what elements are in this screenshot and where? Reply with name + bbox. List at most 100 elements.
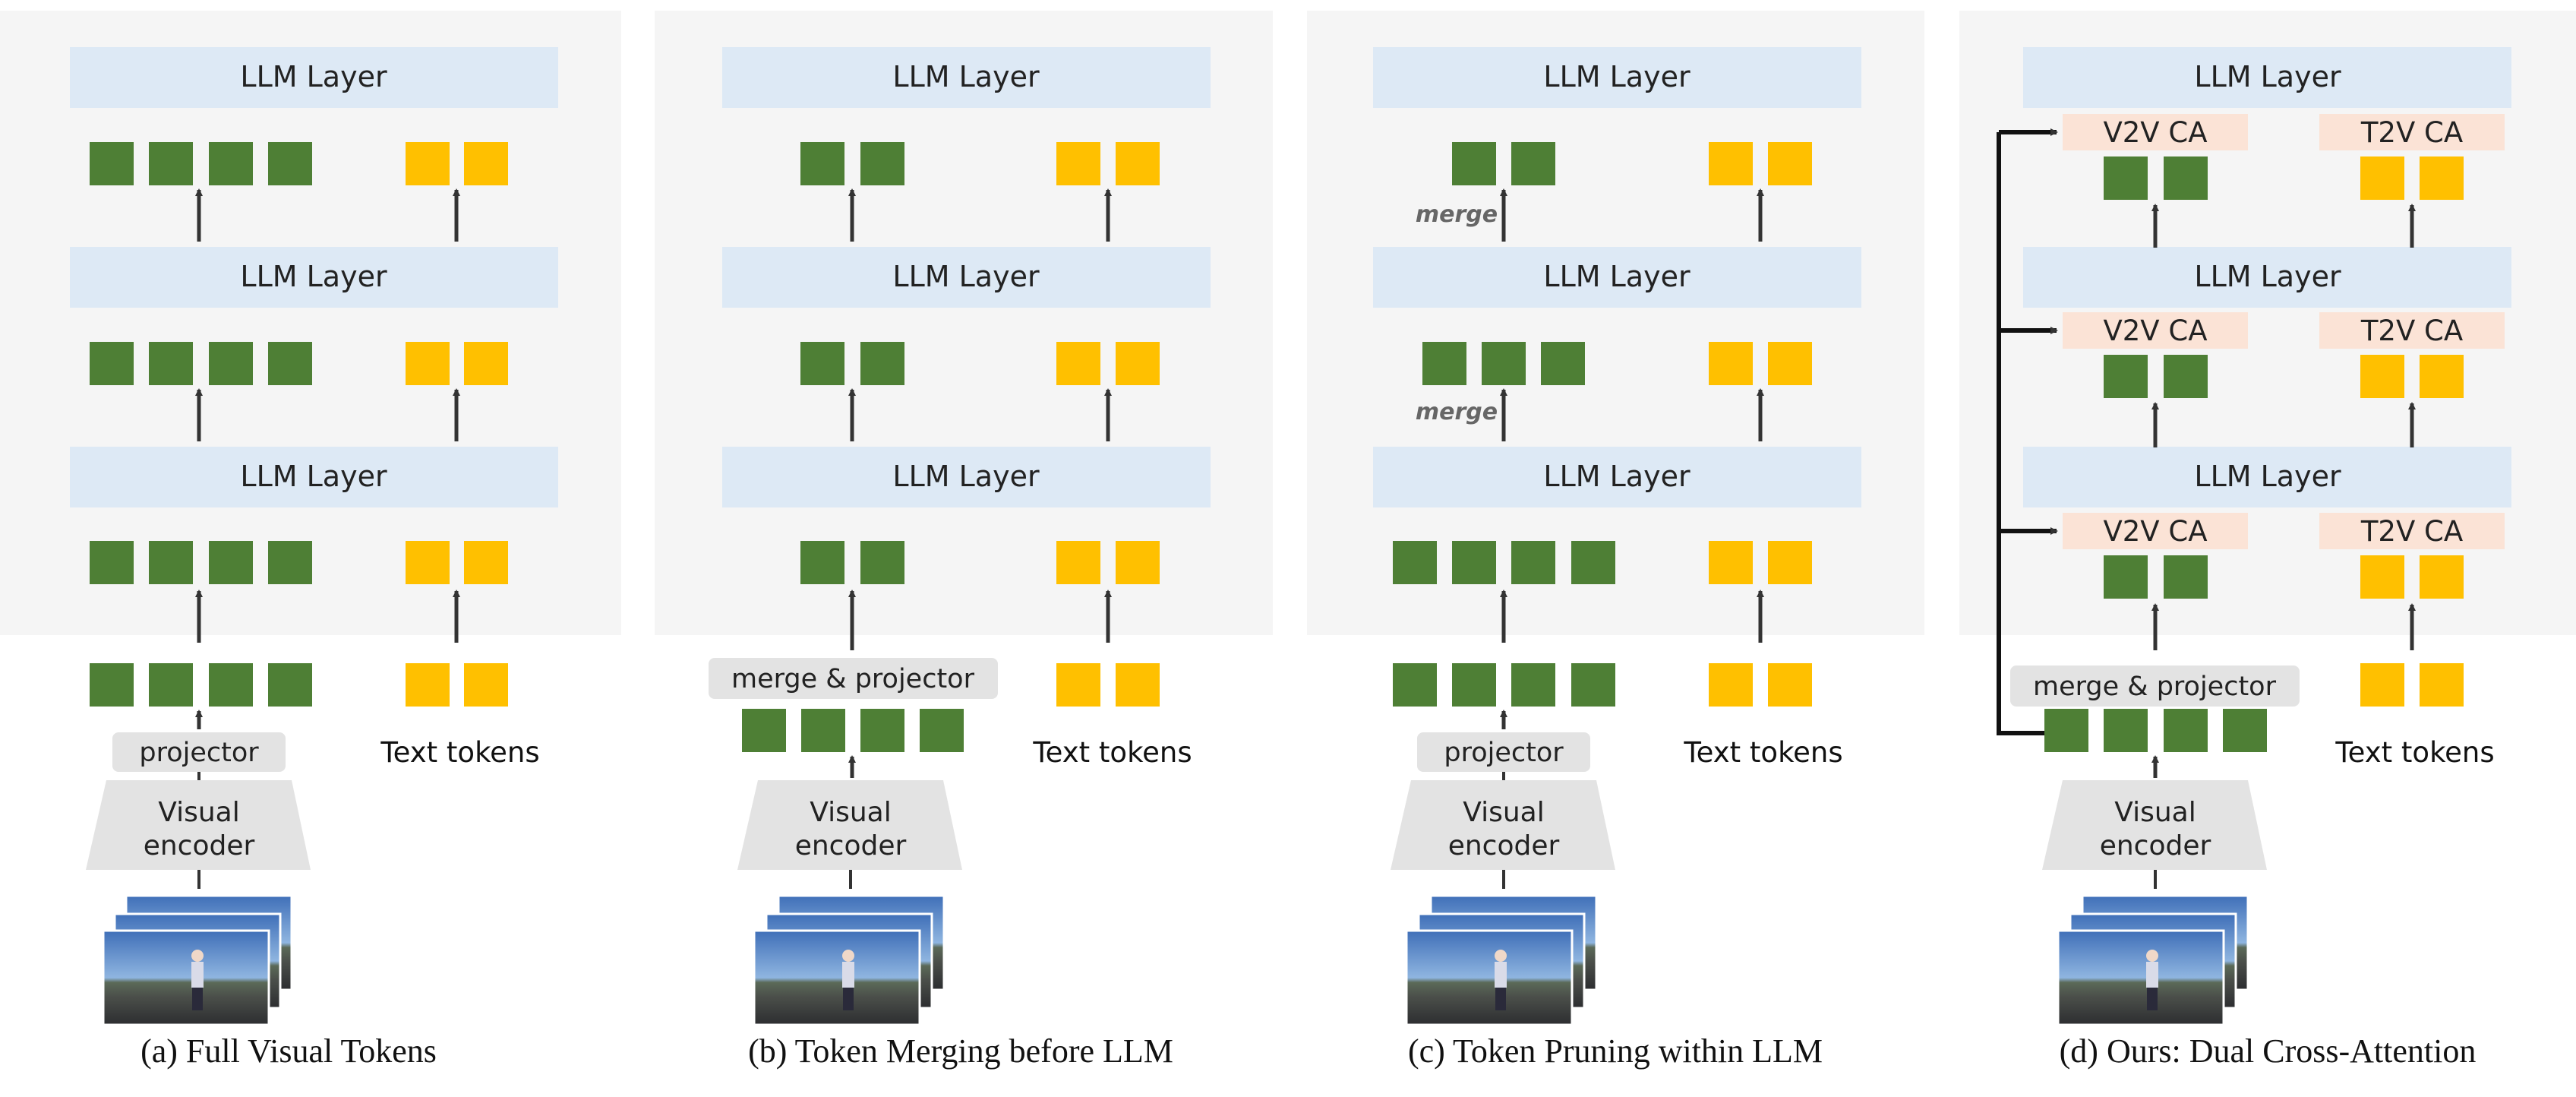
visual-token xyxy=(860,342,904,385)
llm-layer-a-1: LLM Layer xyxy=(70,447,558,507)
text-token xyxy=(1056,142,1100,185)
text-tokens-a xyxy=(406,142,508,707)
text-token xyxy=(2360,663,2404,707)
visual-encoder-c: Visual encoder xyxy=(1391,780,1615,870)
visual-tokens-a-row4 xyxy=(90,142,312,185)
t2v-ca-box-1: T2V CA xyxy=(2319,513,2505,549)
text-token xyxy=(464,663,508,707)
video-frames-a xyxy=(102,894,293,1026)
text-token xyxy=(1709,663,1753,707)
llm-layer-label: LLM Layer xyxy=(240,260,387,293)
llm-layer-label: LLM Layer xyxy=(1543,460,1690,493)
text-tokens-c xyxy=(1709,142,1812,707)
v2v-ca-box-3: V2V CA xyxy=(2063,114,2248,150)
projector-label: projector xyxy=(139,738,259,768)
visual-token xyxy=(209,142,253,185)
text-token xyxy=(406,663,450,707)
llm-layer-label: LLM Layer xyxy=(892,260,1040,293)
t2v-ca-label: T2V CA xyxy=(2360,116,2463,149)
llm-layer-label: LLM Layer xyxy=(2194,60,2341,93)
text-token xyxy=(2420,156,2464,200)
text-token xyxy=(2360,555,2404,599)
panel-b-background xyxy=(655,11,1273,635)
v2v-ca-label: V2V CA xyxy=(2103,116,2207,149)
visual-token xyxy=(149,541,193,584)
visual-tokens-b-input xyxy=(742,709,964,752)
text-token xyxy=(1116,142,1160,185)
visual-encoder-d: Visual encoder xyxy=(2042,780,2267,870)
text-tokens-label: Text tokens xyxy=(1683,736,1842,769)
visual-token xyxy=(801,709,845,752)
v2v-ca-box-1: V2V CA xyxy=(2063,513,2248,549)
visual-token xyxy=(268,142,312,185)
caption-c: (c) Token Pruning within LLM xyxy=(1408,1032,1823,1070)
llm-layer-label: LLM Layer xyxy=(1543,260,1690,293)
visual-token xyxy=(920,709,964,752)
video-frames-b xyxy=(753,894,945,1026)
text-token xyxy=(1709,541,1753,584)
visual-token xyxy=(1511,663,1555,707)
merge-projector-box-b: merge & projector xyxy=(709,658,998,699)
merge-projector-box-d: merge & projector xyxy=(2010,665,2300,707)
text-token xyxy=(1709,142,1753,185)
text-token xyxy=(1768,142,1812,185)
text-token xyxy=(1056,342,1100,385)
visual-token xyxy=(149,142,193,185)
visual-token xyxy=(2164,156,2208,200)
visual-token xyxy=(1541,342,1585,385)
arrows-a xyxy=(195,188,460,729)
visual-tokens-d xyxy=(2044,156,2267,752)
llm-layer-b-2: LLM Layer xyxy=(722,247,1211,308)
llm-layer-c-3: LLM Layer xyxy=(1373,47,1861,108)
visual-token xyxy=(2164,555,2208,599)
llm-layer-b-3: LLM Layer xyxy=(722,47,1211,108)
visual-encoder-label-line2: encoder xyxy=(144,830,255,861)
llm-layer-label: LLM Layer xyxy=(892,60,1040,93)
llm-layer-a-3: LLM Layer xyxy=(70,47,558,108)
visual-token xyxy=(2044,709,2088,752)
visual-token xyxy=(800,541,844,584)
visual-token xyxy=(1452,663,1496,707)
arrows-d xyxy=(2151,204,2416,778)
arrows-c xyxy=(1500,188,1764,729)
visual-token xyxy=(860,142,904,185)
text-token xyxy=(464,342,508,385)
llm-layer-label: LLM Layer xyxy=(240,460,387,493)
llm-layer-label: LLM Layer xyxy=(1543,60,1690,93)
panel-b: LLM Layer LLM Layer LLM Layer xyxy=(655,11,1273,1070)
panel-c: LLM Layer LLM Layer LLM Layer xyxy=(1307,11,1924,1070)
text-token xyxy=(2360,355,2404,398)
text-token xyxy=(2360,156,2404,200)
visual-encoder-label-line1: Visual xyxy=(1463,797,1544,828)
visual-token xyxy=(800,142,844,185)
llm-layer-b-1: LLM Layer xyxy=(722,447,1211,507)
llm-layer-label: LLM Layer xyxy=(2194,460,2341,493)
visual-token xyxy=(1511,142,1555,185)
projector-box-c: projector xyxy=(1417,732,1590,772)
panel-c-background xyxy=(1307,11,1924,635)
llm-layer-c-1: LLM Layer xyxy=(1373,447,1861,507)
visual-token xyxy=(2223,709,2267,752)
text-tokens-b xyxy=(1056,142,1160,707)
text-token xyxy=(406,541,450,584)
visual-encoder-label-line2: encoder xyxy=(2100,830,2211,861)
v2v-ca-label: V2V CA xyxy=(2103,515,2207,548)
visual-tokens-a-row3 xyxy=(90,342,312,385)
visual-token xyxy=(800,342,844,385)
visual-token xyxy=(2104,156,2148,200)
text-tokens-d xyxy=(2360,156,2464,707)
t2v-ca-box-3: T2V CA xyxy=(2319,114,2505,150)
visual-encoder-b: Visual encoder xyxy=(737,780,962,870)
llm-layer-d-3: LLM Layer xyxy=(2023,47,2511,108)
text-token xyxy=(1116,663,1160,707)
v2v-ca-label: V2V CA xyxy=(2103,315,2207,347)
merge-projector-label: merge & projector xyxy=(731,664,975,694)
visual-token xyxy=(2104,555,2148,599)
visual-token xyxy=(149,663,193,707)
visual-encoder-label-line1: Visual xyxy=(810,797,891,828)
caption-a: (a) Full Visual Tokens xyxy=(140,1032,437,1070)
visual-token xyxy=(1571,541,1615,584)
merge-label: merge xyxy=(1416,201,1498,228)
llm-layer-c-2: LLM Layer xyxy=(1373,247,1861,308)
